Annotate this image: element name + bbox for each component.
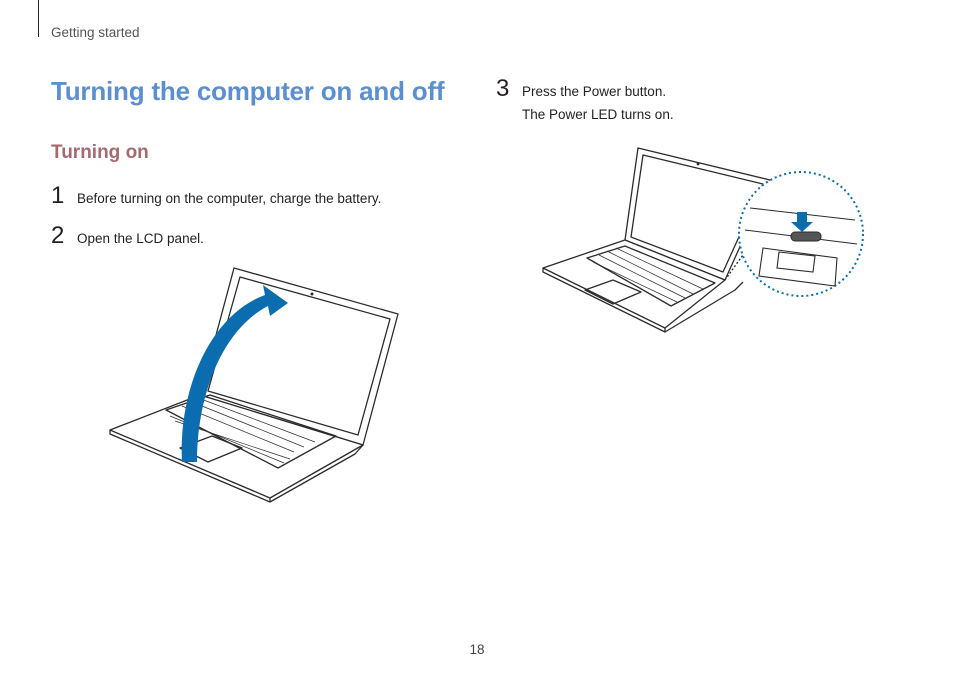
- step-number: 2: [51, 222, 65, 249]
- step-1: 1 Before turning on the computer, charge…: [51, 182, 381, 210]
- step-3: 3 Press the Power button.: [496, 75, 666, 103]
- step-number: 1: [51, 182, 65, 209]
- webcam-icon: [696, 162, 700, 166]
- header-rule: [38, 0, 39, 37]
- section-label: Getting started: [51, 25, 140, 40]
- open-lid-arrow-icon: [181, 285, 288, 462]
- webcam-icon: [310, 292, 314, 296]
- step-text: Press the Power button.: [522, 84, 667, 99]
- step-number: 3: [496, 75, 510, 102]
- step-2: 2 Open the LCD panel.: [51, 222, 204, 250]
- step-text: Before turning on the computer, charge t…: [77, 191, 382, 206]
- step-3-result: The Power LED turns on.: [522, 107, 674, 122]
- step-text: Open the LCD panel.: [77, 231, 204, 246]
- press-down-arrow-icon: [791, 212, 813, 232]
- power-button-icon: [790, 231, 822, 242]
- laptop-opening-illustration: [109, 267, 399, 503]
- page-title: Turning the computer on and off: [51, 76, 445, 106]
- page-number: 18: [469, 642, 485, 657]
- power-button-illustration: [542, 147, 864, 333]
- section-subtitle: Turning on: [51, 142, 149, 163]
